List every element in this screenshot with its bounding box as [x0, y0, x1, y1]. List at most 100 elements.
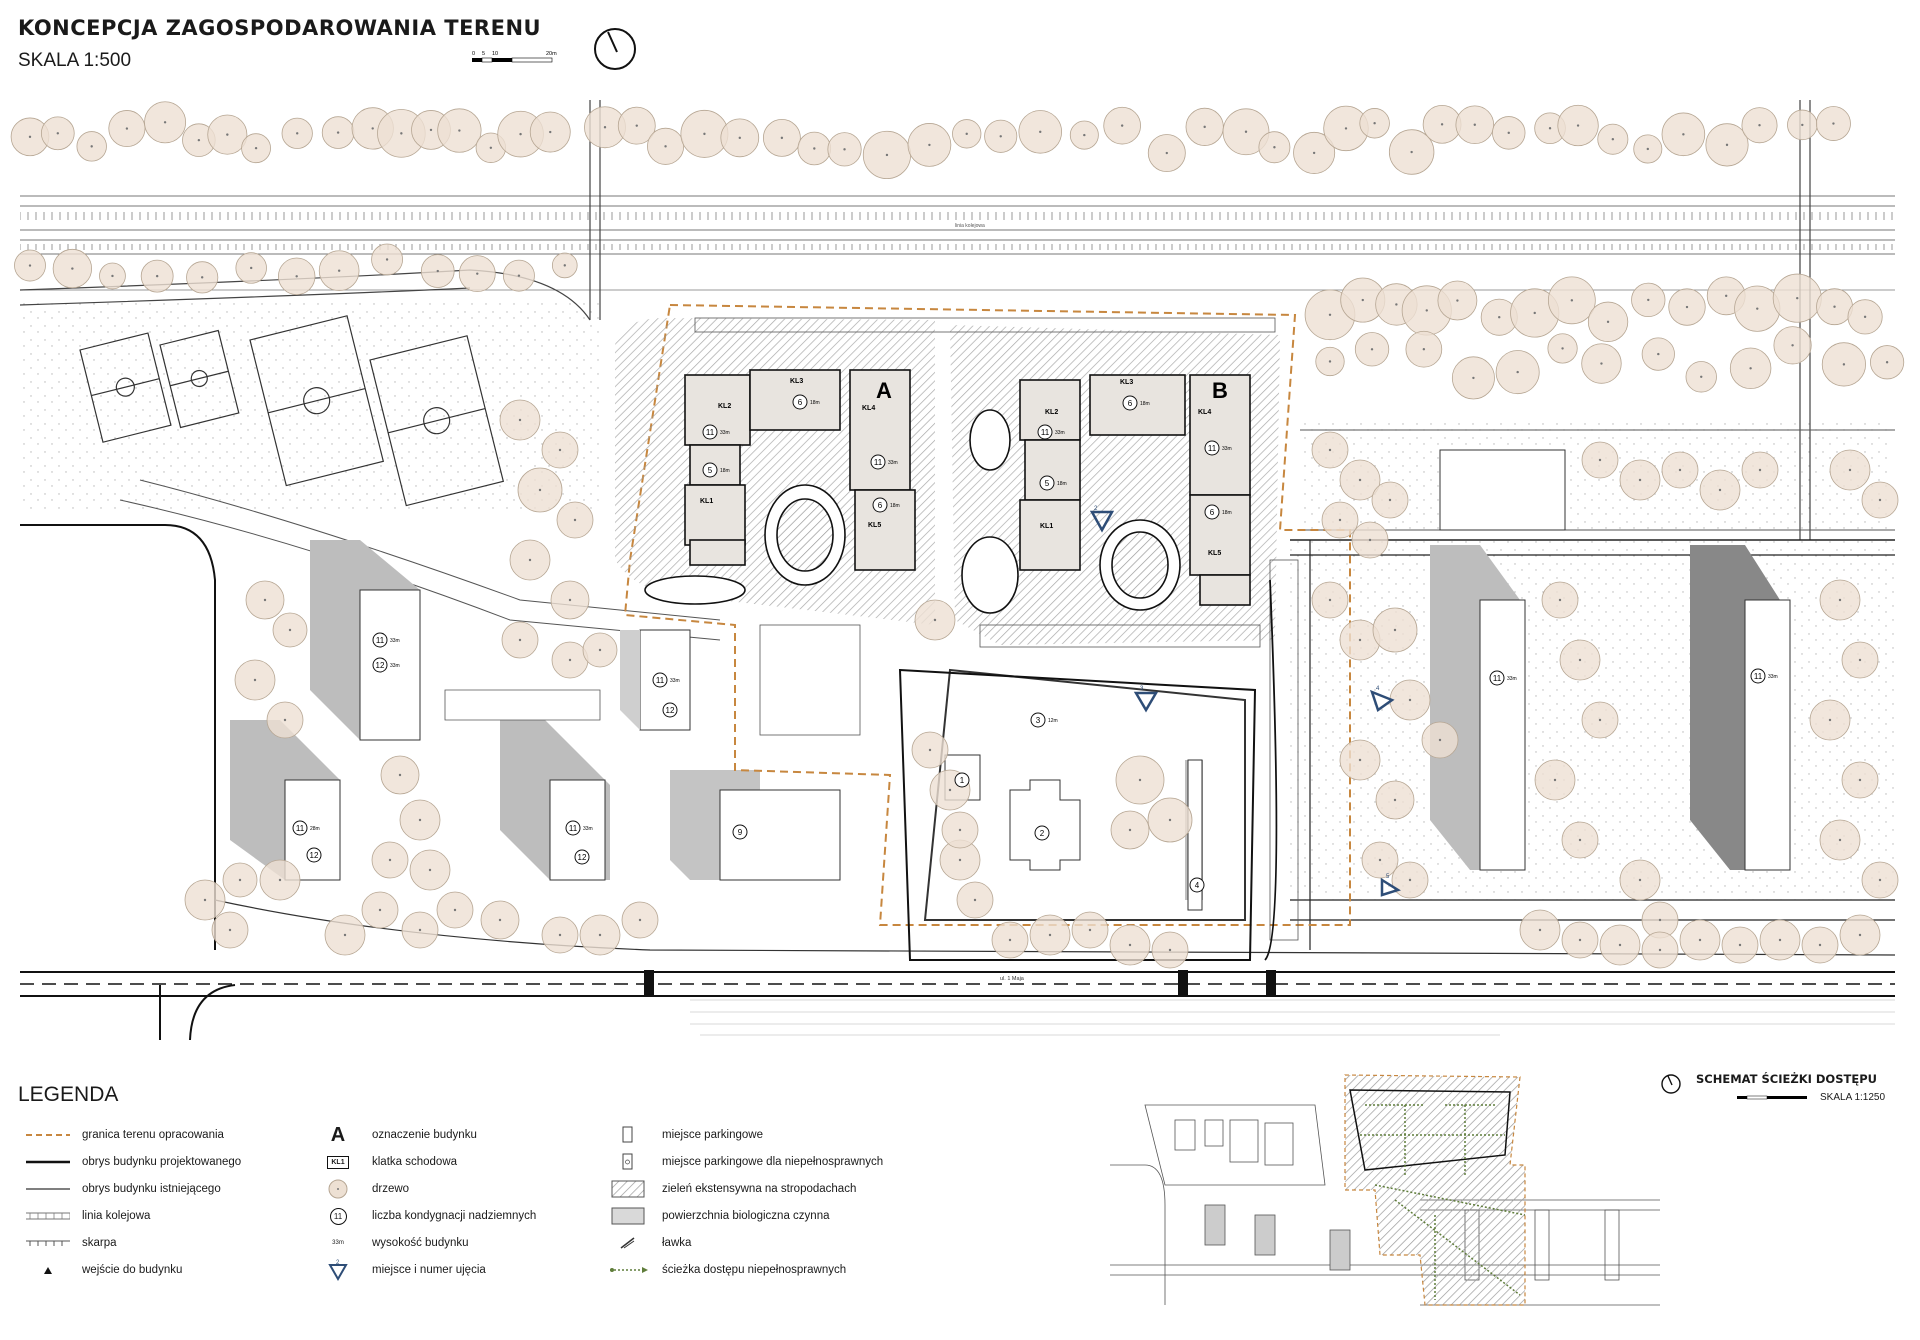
legend-title: LEGENDA [18, 1083, 119, 1106]
tree-trunk [388, 858, 392, 862]
access-path-schema [1105, 1065, 1665, 1325]
tree-trunk [518, 418, 522, 422]
tree-icon [328, 1179, 348, 1199]
stair-label: KL5 [868, 522, 881, 529]
storey-circle [872, 497, 888, 513]
tree-trunk [436, 269, 439, 273]
tree-trunk [1570, 299, 1574, 302]
schema-project-area [1344, 1074, 1526, 1306]
legend-item: ławka [598, 1233, 691, 1253]
tree-trunk [1203, 125, 1206, 129]
tree-trunk [1538, 928, 1542, 932]
tree-trunk [1083, 133, 1086, 137]
storey-count: 11 [376, 636, 385, 645]
tree-trunk [528, 558, 532, 562]
tree-trunk [1008, 938, 1012, 942]
height-label: 18m [890, 503, 900, 509]
legend-item: 11 liczba kondygnacji nadziemnych [308, 1206, 536, 1226]
legend-item: miejsce parkingowe dla niepełnosprawnych [598, 1152, 883, 1172]
legend-item: skarpa [26, 1237, 117, 1249]
tree-trunk [400, 132, 403, 135]
tree-trunk [1828, 718, 1832, 722]
tree-trunk [1373, 122, 1376, 125]
tree-trunk [1598, 458, 1602, 462]
tree-trunk [378, 908, 382, 912]
wheelchair-icon [622, 1153, 633, 1170]
tree-trunk [278, 878, 282, 882]
tree-trunk [71, 267, 74, 270]
photo-point-number: 3 [1140, 686, 1144, 692]
tree-trunk [1738, 943, 1742, 947]
storey-count: 12 [310, 851, 319, 860]
tree-trunk [1725, 143, 1729, 147]
tree-trunk [1168, 948, 1172, 952]
tree-trunk [1778, 938, 1782, 942]
legend-item: ścieżka dostępu niepełnosprawnych [598, 1260, 846, 1280]
tree-trunk [1858, 658, 1862, 662]
tree-trunk [1818, 943, 1822, 947]
storey-circle [870, 454, 886, 470]
tree-trunk [1658, 918, 1662, 922]
existing-building [230, 540, 841, 881]
tree-trunk [813, 147, 816, 150]
storey-count: 4 [1195, 881, 1200, 890]
rail-label: linia kolejowa [955, 223, 985, 229]
tree-trunk [1244, 130, 1248, 133]
tree-trunk [1600, 362, 1603, 365]
green-area [20, 300, 600, 510]
tree-trunk [1658, 948, 1662, 952]
legend-item: linia kolejowa [18, 1206, 150, 1226]
tree-trunk [1700, 375, 1703, 379]
tree-trunk [1358, 638, 1362, 642]
scale-tick: 5 [482, 51, 485, 57]
tree-trunk [263, 598, 267, 602]
storey-circle [792, 394, 808, 410]
tree-trunk [489, 146, 493, 149]
height-label: 33m [1055, 430, 1065, 436]
tree-trunk [163, 121, 167, 124]
legend-item: granica terenu opracowania [26, 1129, 224, 1141]
tree-trunk [1361, 298, 1364, 302]
tree-trunk [1388, 498, 1392, 502]
tree-trunk [1848, 468, 1852, 472]
legend-item: obrys budynku istniejącego [26, 1183, 221, 1195]
svg-text:2: 2 [336, 1260, 340, 1266]
north-arrow-icon [594, 28, 636, 70]
scale-tick: 0 [472, 51, 475, 57]
plan-title: KONCEPCJA ZAGOSPODAROWANIA TERENU [18, 16, 542, 40]
tree-trunk [1611, 138, 1615, 141]
storey-circle [1204, 504, 1220, 520]
tree-trunk [638, 918, 642, 922]
tree-trunk [238, 878, 242, 882]
building-b [961, 374, 1251, 614]
height-label: 33m [1507, 676, 1517, 682]
tree-trunk [336, 131, 340, 134]
tree-trunk [1338, 518, 1342, 522]
storey-circle [1489, 670, 1505, 686]
storey-circle [1039, 475, 1055, 491]
legend: granica terenu opracowania obrys budynku… [18, 1124, 1118, 1285]
tree-trunk [28, 264, 32, 267]
storey-circle [292, 820, 308, 836]
photo-point-number: 4 [1376, 686, 1380, 692]
tree-trunk [933, 618, 937, 622]
storey-count: 11 [1493, 674, 1502, 683]
tree-trunk [1578, 658, 1582, 662]
tree-trunk [1370, 348, 1374, 351]
main-street: ul. 1 Maja [20, 970, 1895, 1036]
storey-count: 6 [1210, 508, 1215, 517]
storey-circle [372, 632, 388, 648]
tree-trunk [1410, 150, 1413, 154]
storey-circle [1030, 712, 1046, 728]
tree-trunk [1842, 363, 1846, 366]
storey-circle [1204, 440, 1220, 456]
tree-trunk [549, 130, 552, 134]
tree-trunk [283, 718, 287, 722]
tree-trunk [1472, 376, 1475, 380]
tree-trunk [1685, 305, 1689, 309]
tree-trunk [958, 858, 962, 862]
tree-trunk [948, 788, 952, 792]
storey-circle [306, 847, 322, 863]
photo-point-icon: 2 [328, 1260, 348, 1281]
